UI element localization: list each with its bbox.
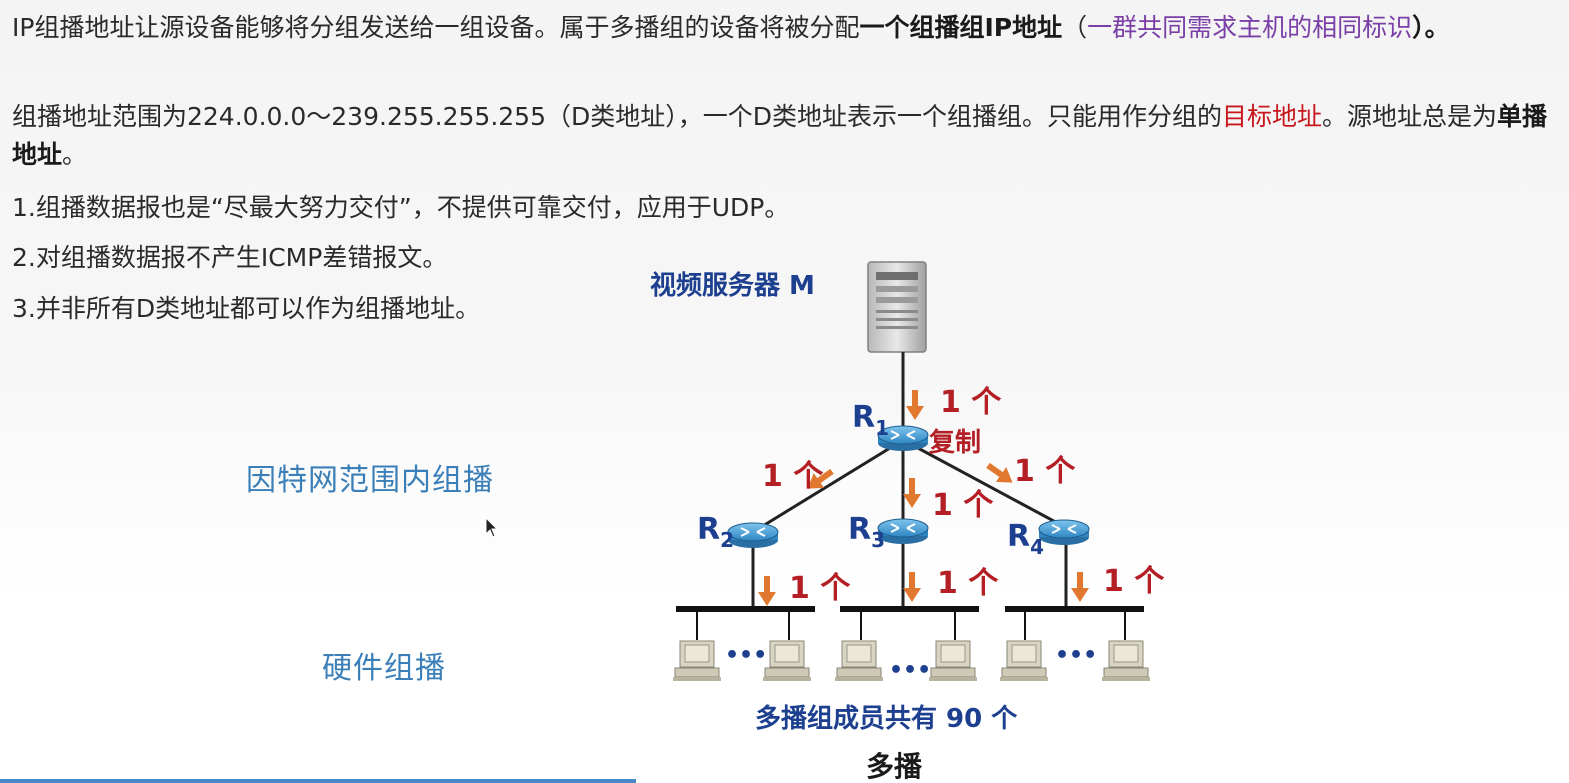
router-r3-icon xyxy=(877,518,929,545)
list-item-3: 3.并非所有D类地址都可以作为组播地址。 xyxy=(12,294,481,323)
lan-drops xyxy=(696,609,1126,640)
members-caption: 多播组成员共有 90 个 xyxy=(755,703,1018,734)
router-r4-icon xyxy=(1038,519,1090,546)
paragraph-address-range: 组播地址范围为224.0.0.0～239.255.255.255（D类地址），一… xyxy=(12,98,1560,174)
video-server-icon xyxy=(867,261,927,353)
mouse-cursor-icon xyxy=(485,517,497,538)
host-pc-icon xyxy=(999,640,1049,682)
host-pc-icon xyxy=(762,640,812,682)
diagram-title: 多播 xyxy=(866,750,923,783)
text-segment: ）。 xyxy=(1412,13,1450,42)
list-item-1: 1.组播数据报也是“尽最大努力交付”，不提供可靠交付，应用于UDP。 xyxy=(12,193,790,222)
text-bold-group-ip: 一个组播组IP地址 xyxy=(859,13,1063,42)
arrow-down-icon xyxy=(903,478,921,508)
host-pc-icon xyxy=(672,640,722,682)
host-pc-icon xyxy=(834,640,884,682)
progress-underline xyxy=(0,779,636,783)
arrow-down-icon xyxy=(903,572,921,602)
text-red-destination: 目标地址 xyxy=(1222,102,1323,131)
count-label: 1 个 xyxy=(932,488,994,523)
router-r1-label: R1 xyxy=(852,400,889,440)
router-r2-label: R2 xyxy=(697,512,734,552)
arrow-right-diag-icon xyxy=(986,462,1013,483)
count-label: 1 个 xyxy=(937,566,999,601)
text-segment: 。源地址总是为 xyxy=(1322,102,1498,131)
paragraph-multicast-intro: IP组播地址让源设备能够将分组发送给一组设备。属于多播组的设备将被分配一个组播组… xyxy=(12,9,1560,47)
count-label: 1 个 xyxy=(762,459,824,494)
copy-label: 复制 xyxy=(929,428,981,458)
network-links xyxy=(751,352,1068,608)
list-item-2: 2.对组播数据报不产生ICMP差错报文。 xyxy=(12,243,448,272)
count-label: 1 个 xyxy=(1103,564,1165,599)
count-label: 1 个 xyxy=(940,385,1002,420)
text-segment: 。 xyxy=(62,140,88,169)
text-bold-unicast: 单播地址 xyxy=(12,102,1548,169)
text-segment: 组播地址范围为224.0.0.0～239.255.255.255（D类地址），一… xyxy=(12,102,1222,131)
server-label: 视频服务器 M xyxy=(650,271,815,301)
arrow-left-diag-icon xyxy=(807,468,834,489)
host-pc-icon xyxy=(1101,640,1151,682)
ellipsis: ••• xyxy=(1055,643,1097,668)
label-hardware-multicast: 硬件组播 xyxy=(322,651,446,686)
label-internet-multicast: 因特网范围内组播 xyxy=(246,463,494,498)
arrow-down-icon xyxy=(758,576,776,606)
text-segment: （ xyxy=(1062,13,1088,42)
host-pc-icon xyxy=(928,640,978,682)
ellipsis: ••• xyxy=(725,643,767,668)
arrow-down-icon xyxy=(906,390,924,420)
router-r2-icon xyxy=(727,522,779,549)
text-purple-identifier: 一群共同需求主机的相同标识 xyxy=(1087,13,1413,42)
router-r4-label: R4 xyxy=(1007,519,1044,559)
ellipsis: ••• xyxy=(889,658,931,683)
arrow-down-icon xyxy=(1071,572,1089,602)
count-label: 1 个 xyxy=(1014,454,1076,489)
router-r3-label: R3 xyxy=(848,512,885,552)
text-segment: IP组播地址让源设备能够将分组发送给一组设备。属于多播组的设备将被分配 xyxy=(12,13,860,42)
count-label: 1 个 xyxy=(789,571,851,606)
